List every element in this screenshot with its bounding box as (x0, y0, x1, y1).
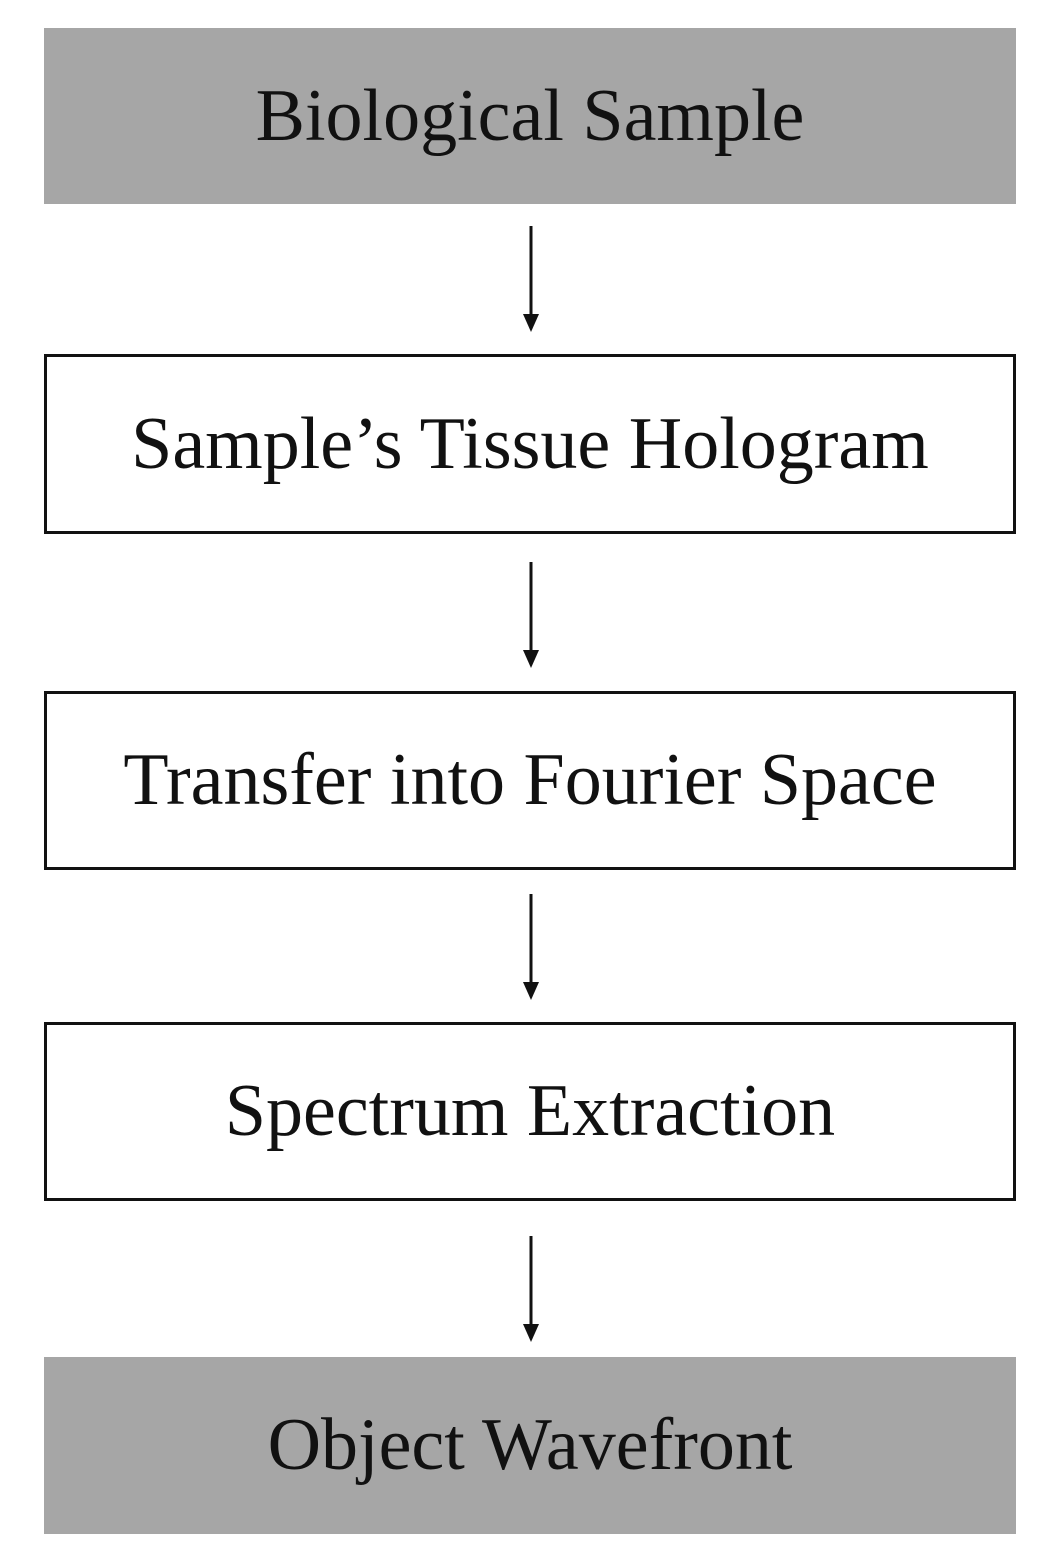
down-arrow-icon (519, 894, 543, 1000)
down-arrow-icon (519, 1236, 543, 1342)
down-arrow-icon (519, 562, 543, 668)
step-fourier-transfer: Transfer into Fourier Space (44, 691, 1016, 870)
step-tissue-hologram: Sample’s Tissue Hologram (44, 354, 1016, 534)
step-label: Object Wavefront (267, 1404, 793, 1486)
step-label: Spectrum Extraction (224, 1070, 836, 1152)
down-arrow-icon (519, 226, 543, 332)
step-label: Sample’s Tissue Hologram (131, 402, 929, 485)
step-label: Transfer into Fourier Space (123, 739, 937, 821)
step-biological-sample: Biological Sample (44, 28, 1016, 204)
step-label: Biological Sample (255, 74, 805, 157)
step-spectrum-extraction: Spectrum Extraction (44, 1022, 1016, 1201)
step-object-wavefront: Object Wavefront (44, 1357, 1016, 1534)
